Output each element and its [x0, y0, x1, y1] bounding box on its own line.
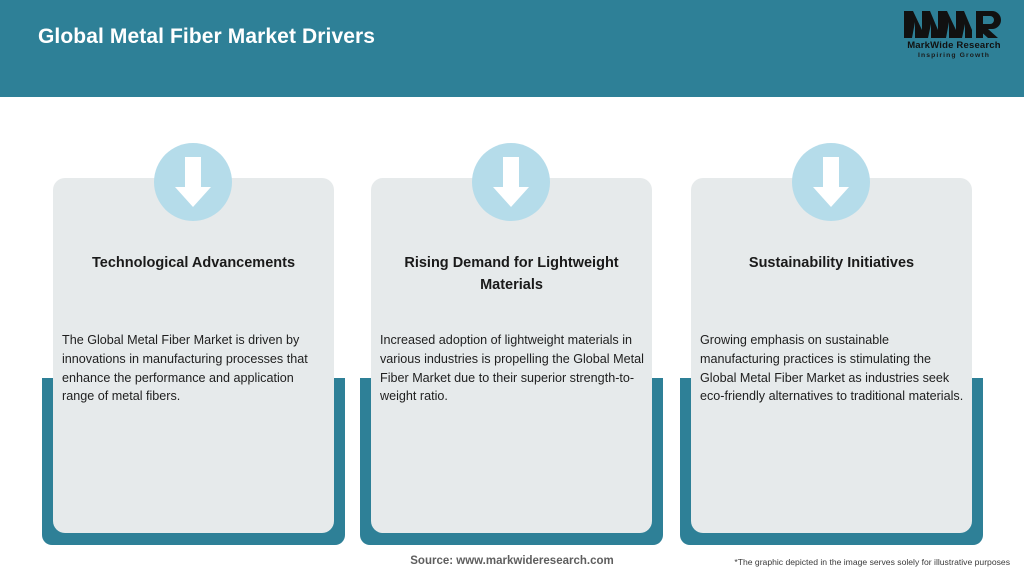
header-band	[0, 0, 1024, 97]
brand-logo: MarkWide Research Inspiring Growth	[902, 8, 1006, 62]
card-heading-3: Sustainability Initiatives	[748, 255, 915, 271]
footer-source: Source: www.markwideresearch.com	[410, 555, 614, 567]
logo-tagline: Inspiring Growth	[918, 52, 990, 59]
footer-disclaimer: *The graphic depicted in the image serve…	[734, 557, 1010, 567]
down-arrow-icon	[493, 157, 529, 207]
card-body-text-3: Growing emphasis on sustainable manufact…	[700, 333, 964, 404]
card-heading-1: Technological Advancements	[91, 255, 296, 271]
card-body-3	[691, 178, 972, 533]
card-body-text-1: The Global Metal Fiber Market is driven …	[62, 333, 308, 404]
card-body-1	[53, 178, 334, 533]
logo-company-name: MarkWide Research	[907, 40, 1001, 51]
card-heading-2: Rising Demand for Lightweight Materials	[404, 255, 619, 293]
card-body-2	[371, 178, 652, 533]
down-arrow-icon	[813, 157, 849, 207]
mwr-logo-icon	[904, 11, 1001, 38]
down-arrow-icon	[175, 157, 211, 207]
card-body-text-2: Increased adoption of lightweight materi…	[380, 333, 644, 404]
page-title: Global Metal Fiber Market Drivers	[38, 25, 376, 48]
